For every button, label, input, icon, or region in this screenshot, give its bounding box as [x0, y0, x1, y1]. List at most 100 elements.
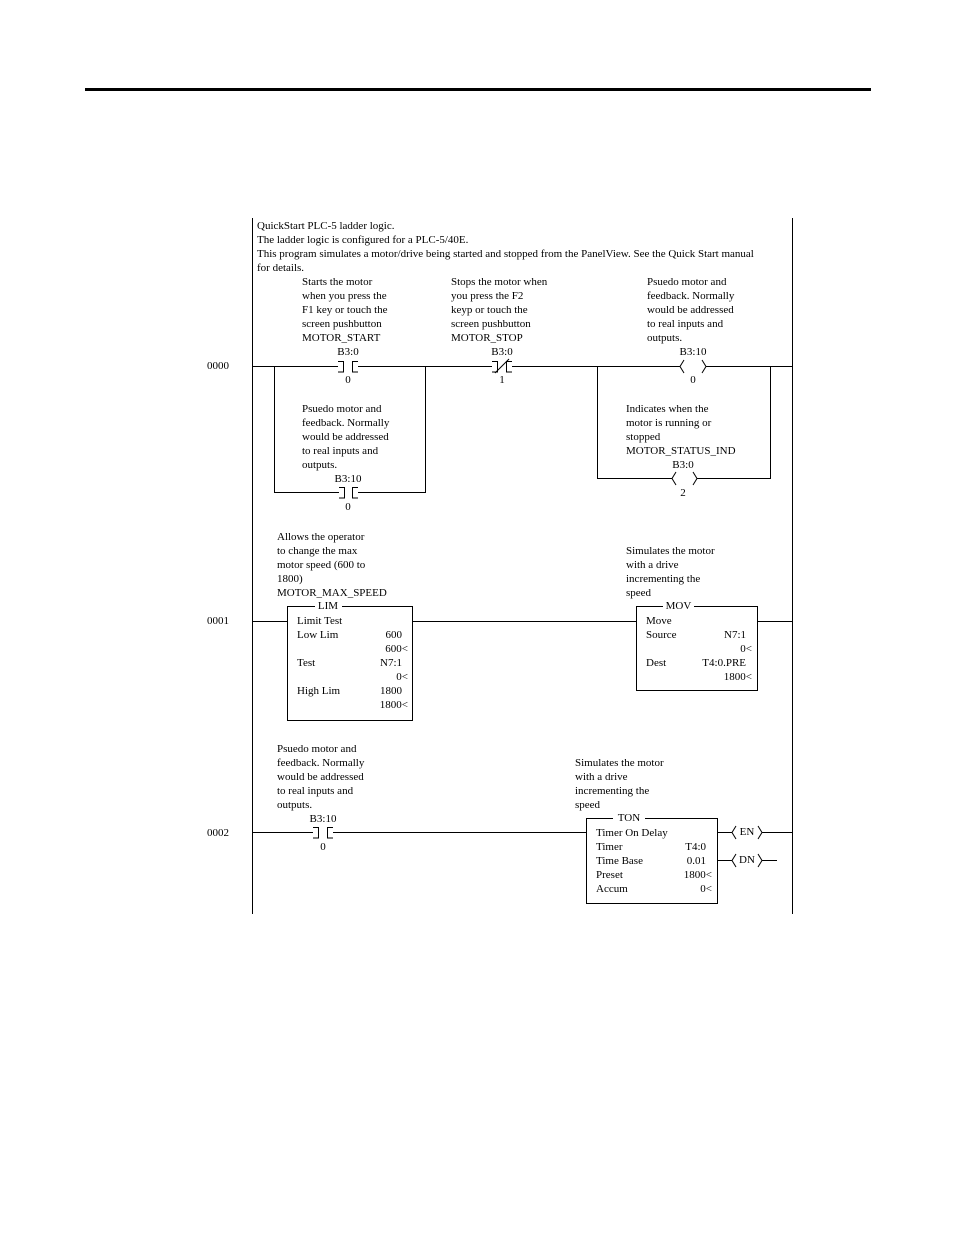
header-rule	[85, 88, 871, 91]
stop-comment-3: keyp or touch the	[451, 304, 528, 316]
status-comment-2: motor is running or	[626, 417, 712, 429]
lim-block-name: LIM	[317, 600, 339, 612]
lim-test-value: N7:1	[380, 657, 402, 669]
motor-out-comment-5: outputs.	[647, 332, 683, 344]
rung-number-0002: 0002	[207, 827, 229, 839]
ton-preset-label: Preset	[596, 869, 623, 881]
start-comment-2: when you press the	[302, 290, 387, 302]
motor-out-comment-4: to real inputs and	[647, 318, 724, 330]
status-address: B3:0	[672, 459, 694, 471]
ton-comment-1: Simulates the motor	[575, 757, 664, 769]
ton-title: Timer On Delay	[596, 827, 668, 839]
start-comment-5: MOTOR_START	[302, 332, 381, 344]
lim-high-live: 1800<	[379, 699, 408, 711]
seal-in-comment-2: feedback. Normally	[302, 417, 390, 429]
mov-title: Move	[646, 615, 672, 627]
start-comment-1: Starts the motor	[302, 276, 373, 288]
xic-contact-seal-in[interactable]	[339, 487, 358, 499]
motor-out-address: B3:10	[679, 346, 707, 358]
en-output-symbol	[731, 825, 763, 840]
seal-in-comment-4: to real inputs and	[302, 445, 379, 457]
start-comment-4: screen pushbutton	[302, 318, 382, 330]
motor-out-comment-1: Psuedo motor and	[647, 276, 727, 288]
r2-contact-address: B3:10	[309, 813, 337, 825]
ton-accum-value: 0<	[700, 883, 712, 895]
motor-out-bit: 0	[690, 374, 696, 386]
lim-comment-4: 1800)	[277, 573, 303, 585]
ton-en-label: EN	[739, 826, 755, 838]
ton-base-value: 0.01	[686, 855, 706, 867]
lim-test-label: Test	[297, 657, 316, 669]
mov-comment-1: Simulates the motor	[626, 545, 715, 557]
ton-base-label: Time Base	[596, 855, 643, 867]
rung-0000-wiring	[253, 366, 792, 493]
lim-test-live: 0<	[396, 671, 408, 683]
seal-in-address: B3:10	[334, 473, 362, 485]
stop-comment-5: MOTOR_STOP	[451, 332, 523, 344]
ton-preset-value: 1800<	[683, 869, 712, 881]
lim-title: Limit Test	[297, 615, 343, 627]
rung-number-0001: 0001	[207, 615, 229, 627]
start-comment-3: F1 key or touch the	[302, 304, 388, 316]
stop-bit: 1	[499, 374, 505, 386]
status-bit: 2	[680, 487, 686, 499]
header-comment-line-3: This program simulates a motor/drive bei…	[257, 248, 754, 260]
r2-contact-comment-3: would be addressed	[277, 771, 364, 783]
ote-coil-motor[interactable]	[679, 359, 707, 374]
mov-source-value: N7:1	[724, 629, 746, 641]
ote-coil-motor-status[interactable]	[671, 471, 698, 486]
mov-comment-3: incrementing the	[626, 573, 701, 585]
stop-comment-4: screen pushbutton	[451, 318, 531, 330]
lim-comment-2: to change the max	[277, 545, 358, 557]
lim-high-value: 1800	[380, 685, 402, 697]
mov-dest-value: T4:0.PRE	[702, 657, 746, 669]
ton-timer-value: T4:0	[685, 841, 706, 853]
mov-block[interactable]	[636, 606, 758, 691]
xic-contact-motor-start[interactable]	[338, 361, 358, 373]
lim-low-live: 600<	[385, 643, 408, 655]
stop-comment-1: Stops the motor when	[451, 276, 548, 288]
ton-comment-4: speed	[575, 799, 601, 811]
seal-in-comment-1: Psuedo motor and	[302, 403, 382, 415]
r2-contact-bit: 0	[320, 841, 326, 853]
xio-contact-motor-stop[interactable]	[492, 358, 512, 374]
xic-contact-motor-feedback[interactable]	[313, 827, 333, 839]
status-comment-4: MOTOR_STATUS_IND	[626, 445, 736, 457]
rung-number-0000: 0000	[207, 360, 229, 372]
lim-comment-1: Allows the operator	[277, 531, 365, 543]
stop-comment-2: you press the F2	[451, 290, 524, 302]
seal-in-comment-3: would be addressed	[302, 431, 389, 443]
header-comment-line-1: QuickStart PLC-5 ladder logic.	[257, 220, 395, 232]
motor-out-comment-2: feedback. Normally	[647, 290, 735, 302]
status-comment-1: Indicates when the	[626, 403, 709, 415]
dn-output-symbol	[731, 853, 763, 868]
start-address: B3:0	[337, 346, 359, 358]
mov-comment-4: speed	[626, 587, 652, 599]
motor-out-comment-3: would be addressed	[647, 304, 734, 316]
seal-in-comment-5: outputs.	[302, 459, 338, 471]
ton-comment-2: with a drive	[575, 771, 628, 783]
rung-0002-wiring	[253, 832, 792, 861]
mov-source-label: Source	[646, 629, 677, 641]
r2-contact-comment-2: feedback. Normally	[277, 757, 365, 769]
lim-comment-5: MOTOR_MAX_SPEED	[277, 587, 387, 599]
r2-contact-comment-1: Psuedo motor and	[277, 743, 357, 755]
lim-high-label: High Lim	[297, 685, 341, 697]
status-comment-3: stopped	[626, 431, 661, 443]
lim-low-value: 600	[385, 629, 403, 641]
mov-source-live: 0<	[740, 643, 752, 655]
mov-comment-2: with a drive	[626, 559, 679, 571]
start-bit: 0	[345, 374, 351, 386]
lim-block[interactable]	[287, 606, 413, 721]
ton-comment-3: incrementing the	[575, 785, 650, 797]
seal-in-bit: 0	[345, 501, 351, 513]
ton-block-name: TON	[617, 812, 641, 824]
lim-comment-3: motor speed (600 to	[277, 559, 366, 571]
r2-contact-comment-4: to real inputs and	[277, 785, 354, 797]
ton-block[interactable]	[586, 818, 718, 904]
ton-accum-label: Accum	[596, 883, 628, 895]
r2-contact-comment-5: outputs.	[277, 799, 313, 811]
ton-timer-label: Timer	[596, 841, 623, 853]
